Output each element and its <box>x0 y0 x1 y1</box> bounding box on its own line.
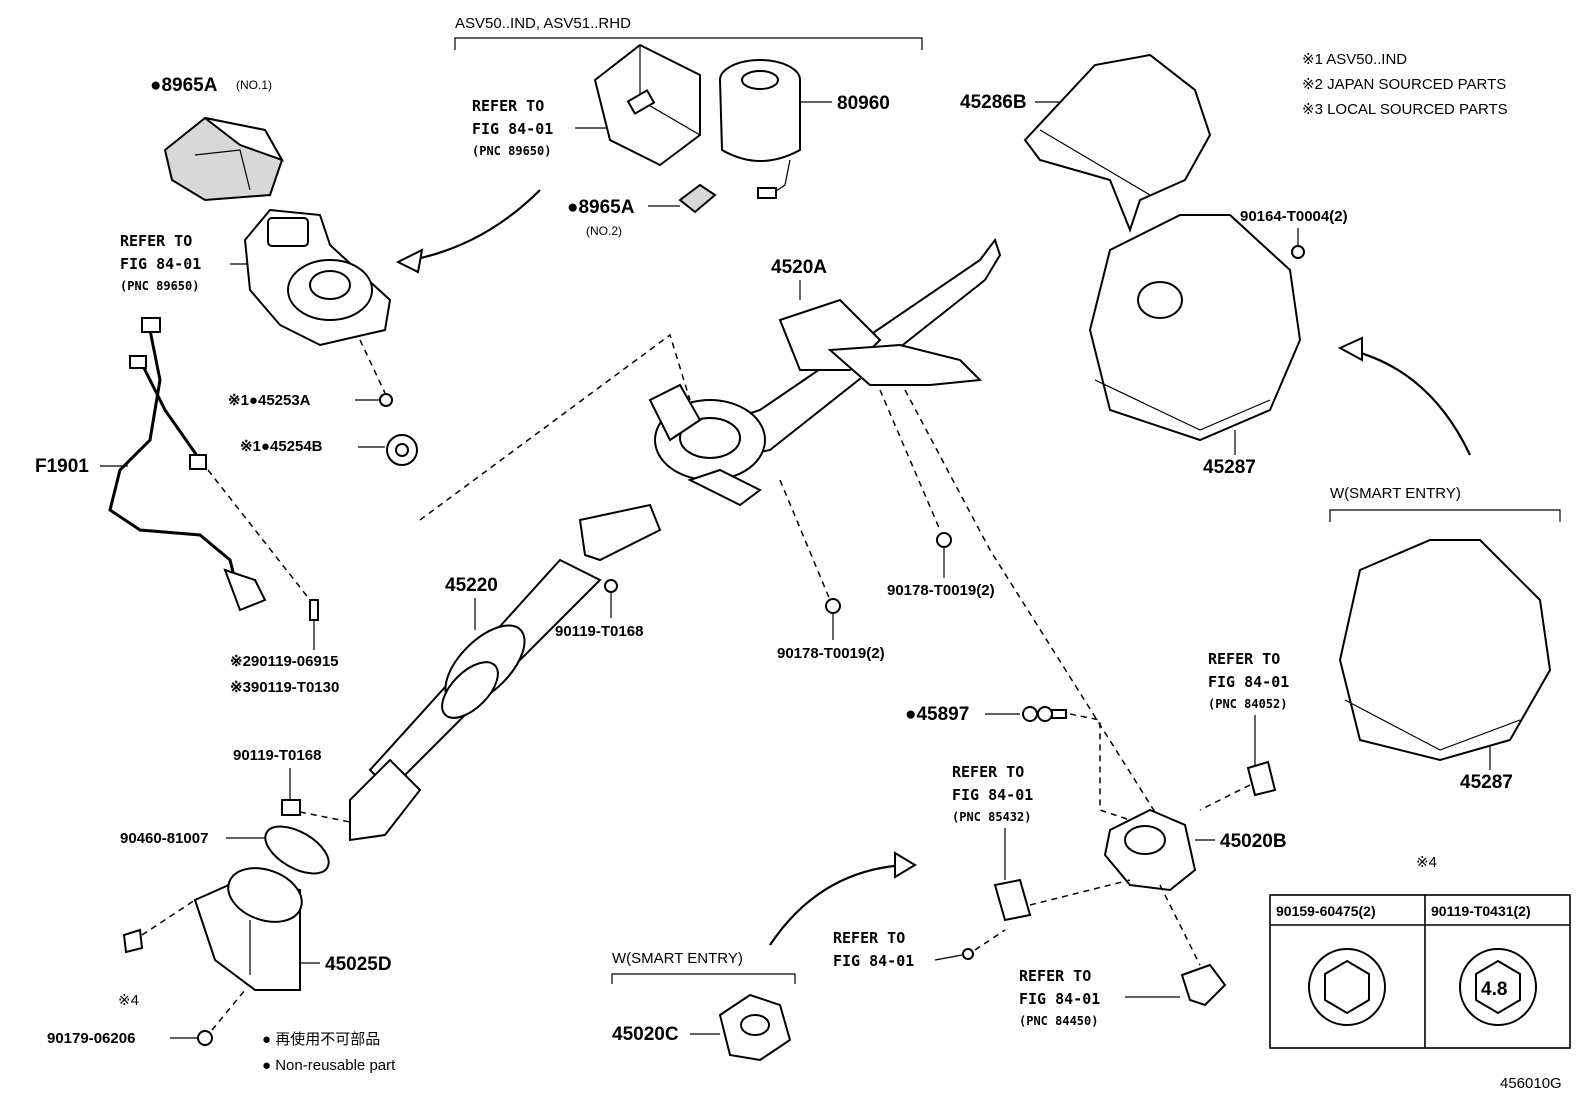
part-label-45287-b: 45287 <box>1460 772 1513 793</box>
part-label-45254b: ※1●45254B <box>240 438 323 455</box>
bolt-45897 <box>1022 706 1067 722</box>
clip-90179 <box>197 1030 213 1046</box>
switch-85432 <box>993 878 1032 922</box>
lower-cover-45287-b <box>1338 539 1552 762</box>
cover-8965a-no1 <box>163 116 285 202</box>
part-label-45286b: 45286B <box>960 92 1027 113</box>
part-sub-no2: (NO.2) <box>586 224 622 238</box>
ref-top-l2: FIG 84-01 <box>472 120 553 138</box>
part-label-45220: 45220 <box>445 575 498 596</box>
mark-4-table: ※4 <box>1416 854 1437 871</box>
part-label-90119-t0168-b: 90119-T0168 <box>233 747 321 764</box>
table-col1-header: 90159-60475(2) <box>1276 903 1376 919</box>
ref-left-l3: (PNC 89650) <box>120 279 199 293</box>
lower-cover-45287-a <box>1088 214 1302 442</box>
steering-lock-assembly <box>243 208 392 347</box>
wire-harness-f1901 <box>108 317 267 612</box>
group-smart-entry-right: W(SMART ENTRY) <box>1330 485 1461 502</box>
clamp-ring-90460 <box>264 825 330 875</box>
ref-85432-l3: (PNC 85432) <box>952 810 1031 824</box>
part-label-f1901: F1901 <box>35 456 89 477</box>
clip-8965a-no2 <box>678 183 717 214</box>
screw-refer-plain <box>962 948 974 960</box>
part-label-90119-t0130: ※390119-T0130 <box>230 679 339 696</box>
switch-45020c <box>718 993 792 1062</box>
note-local-sourced: ※3 LOCAL SOURCED PARTS <box>1302 101 1508 118</box>
nut-90178-a <box>825 598 841 614</box>
bolt-grade-value: 4.8 <box>1481 979 1507 1000</box>
bolt-grade-table <box>1269 894 1571 1049</box>
ref-plain-l1: REFER TO <box>833 929 905 947</box>
part-label-90179: 90179-06206 <box>47 1030 135 1047</box>
ref-84450-l1: REFER TO <box>1019 967 1091 985</box>
arrow-to-cover <box>1349 348 1471 456</box>
part-label-8965a-no2: ●8965A <box>567 197 635 218</box>
part-label-80960: 80960 <box>837 93 890 114</box>
part-label-8965a-no1: ●8965A <box>150 75 218 96</box>
upper-cover-45286b <box>1023 53 1212 233</box>
part-label-4520a: 4520A <box>771 257 827 278</box>
screw-90164 <box>1291 245 1305 259</box>
ref-85432-l1: REFER TO <box>952 763 1024 781</box>
legend-en: ● Non-reusable part <box>262 1057 396 1074</box>
motor-80960 <box>719 59 801 199</box>
ref-84450-l2: FIG 84-01 <box>1019 990 1100 1008</box>
ref-left-l2: FIG 84-01 <box>120 255 201 273</box>
part-label-90460: 90460-81007 <box>120 830 208 847</box>
part-label-90164: 90164-T0004(2) <box>1240 208 1348 225</box>
bolt-4-left <box>122 928 144 954</box>
part-sub-no1: (NO.1) <box>236 78 272 92</box>
bracket-smart-entry-right <box>1329 509 1561 522</box>
part-label-45253a: ※1●45253A <box>228 392 311 409</box>
grade-bolt-icon <box>1459 948 1537 1026</box>
arrow-to-switch <box>769 863 906 946</box>
part-label-45287-a: 45287 <box>1203 457 1256 478</box>
note-japan-sourced: ※2 JAPAN SOURCED PARTS <box>1302 76 1506 93</box>
hex-head-icon <box>1308 948 1386 1026</box>
bolt-90119-t0168-a <box>604 579 618 593</box>
group-smart-entry-bottom: W(SMART ENTRY) <box>612 950 743 967</box>
part-label-45025d: 45025D <box>325 954 392 975</box>
part-label-45020c: 45020C <box>612 1024 679 1045</box>
connector-84450 <box>1180 963 1227 1007</box>
lock-ecu-box <box>593 43 701 167</box>
steering-column-4520a <box>648 237 1002 507</box>
ref-left-l1: REFER TO <box>120 232 192 250</box>
ref-top-l1: REFER TO <box>472 97 544 115</box>
part-label-90178-b: 90178-T0019(2) <box>887 582 995 599</box>
part-label-90119-t0168-a: 90119-T0168 <box>555 623 643 640</box>
ref-plain-l2: FIG 84-01 <box>833 952 914 970</box>
part-label-90178-a: 90178-T0019(2) <box>777 645 885 662</box>
bracket-smart-entry-bottom <box>611 973 796 984</box>
bolt-90119-06915 <box>309 599 319 621</box>
nut-90178-b <box>936 532 952 548</box>
intermediate-shaft-45220 <box>349 503 662 842</box>
ref-84052-l3: (PNC 84052) <box>1208 697 1287 711</box>
ref-84052-l1: REFER TO <box>1208 650 1280 668</box>
legend-jp: ● 再使用不可部品 <box>262 1031 380 1048</box>
note-asv50-ind: ※1 ASV50..IND <box>1302 51 1407 68</box>
part-45253a <box>379 393 393 407</box>
part-45254b <box>386 434 418 466</box>
ref-top-l3: (PNC 89650) <box>472 144 551 158</box>
boot-45025d <box>193 867 303 991</box>
ref-85432-l2: FIG 84-01 <box>952 786 1033 804</box>
part-label-90119-06915: ※290119-06915 <box>230 653 339 670</box>
mark-4-left: ※4 <box>118 992 139 1009</box>
ignition-switch-45020b <box>1103 808 1197 892</box>
group-header-asv: ASV50..IND, ASV51..RHD <box>455 15 631 32</box>
bolt-90119-t0168-b <box>281 799 301 816</box>
ref-84450-l3: (PNC 84450) <box>1019 1014 1098 1028</box>
part-label-45897: ●45897 <box>905 704 969 725</box>
switch-84052 <box>1246 760 1277 797</box>
part-label-45020b: 45020B <box>1220 831 1287 852</box>
ref-84052-l2: FIG 84-01 <box>1208 673 1289 691</box>
table-col2-header: 90119-T0431(2) <box>1431 903 1531 919</box>
figure-id: 456010G <box>1500 1075 1562 1092</box>
group-bracket-top <box>454 37 923 50</box>
